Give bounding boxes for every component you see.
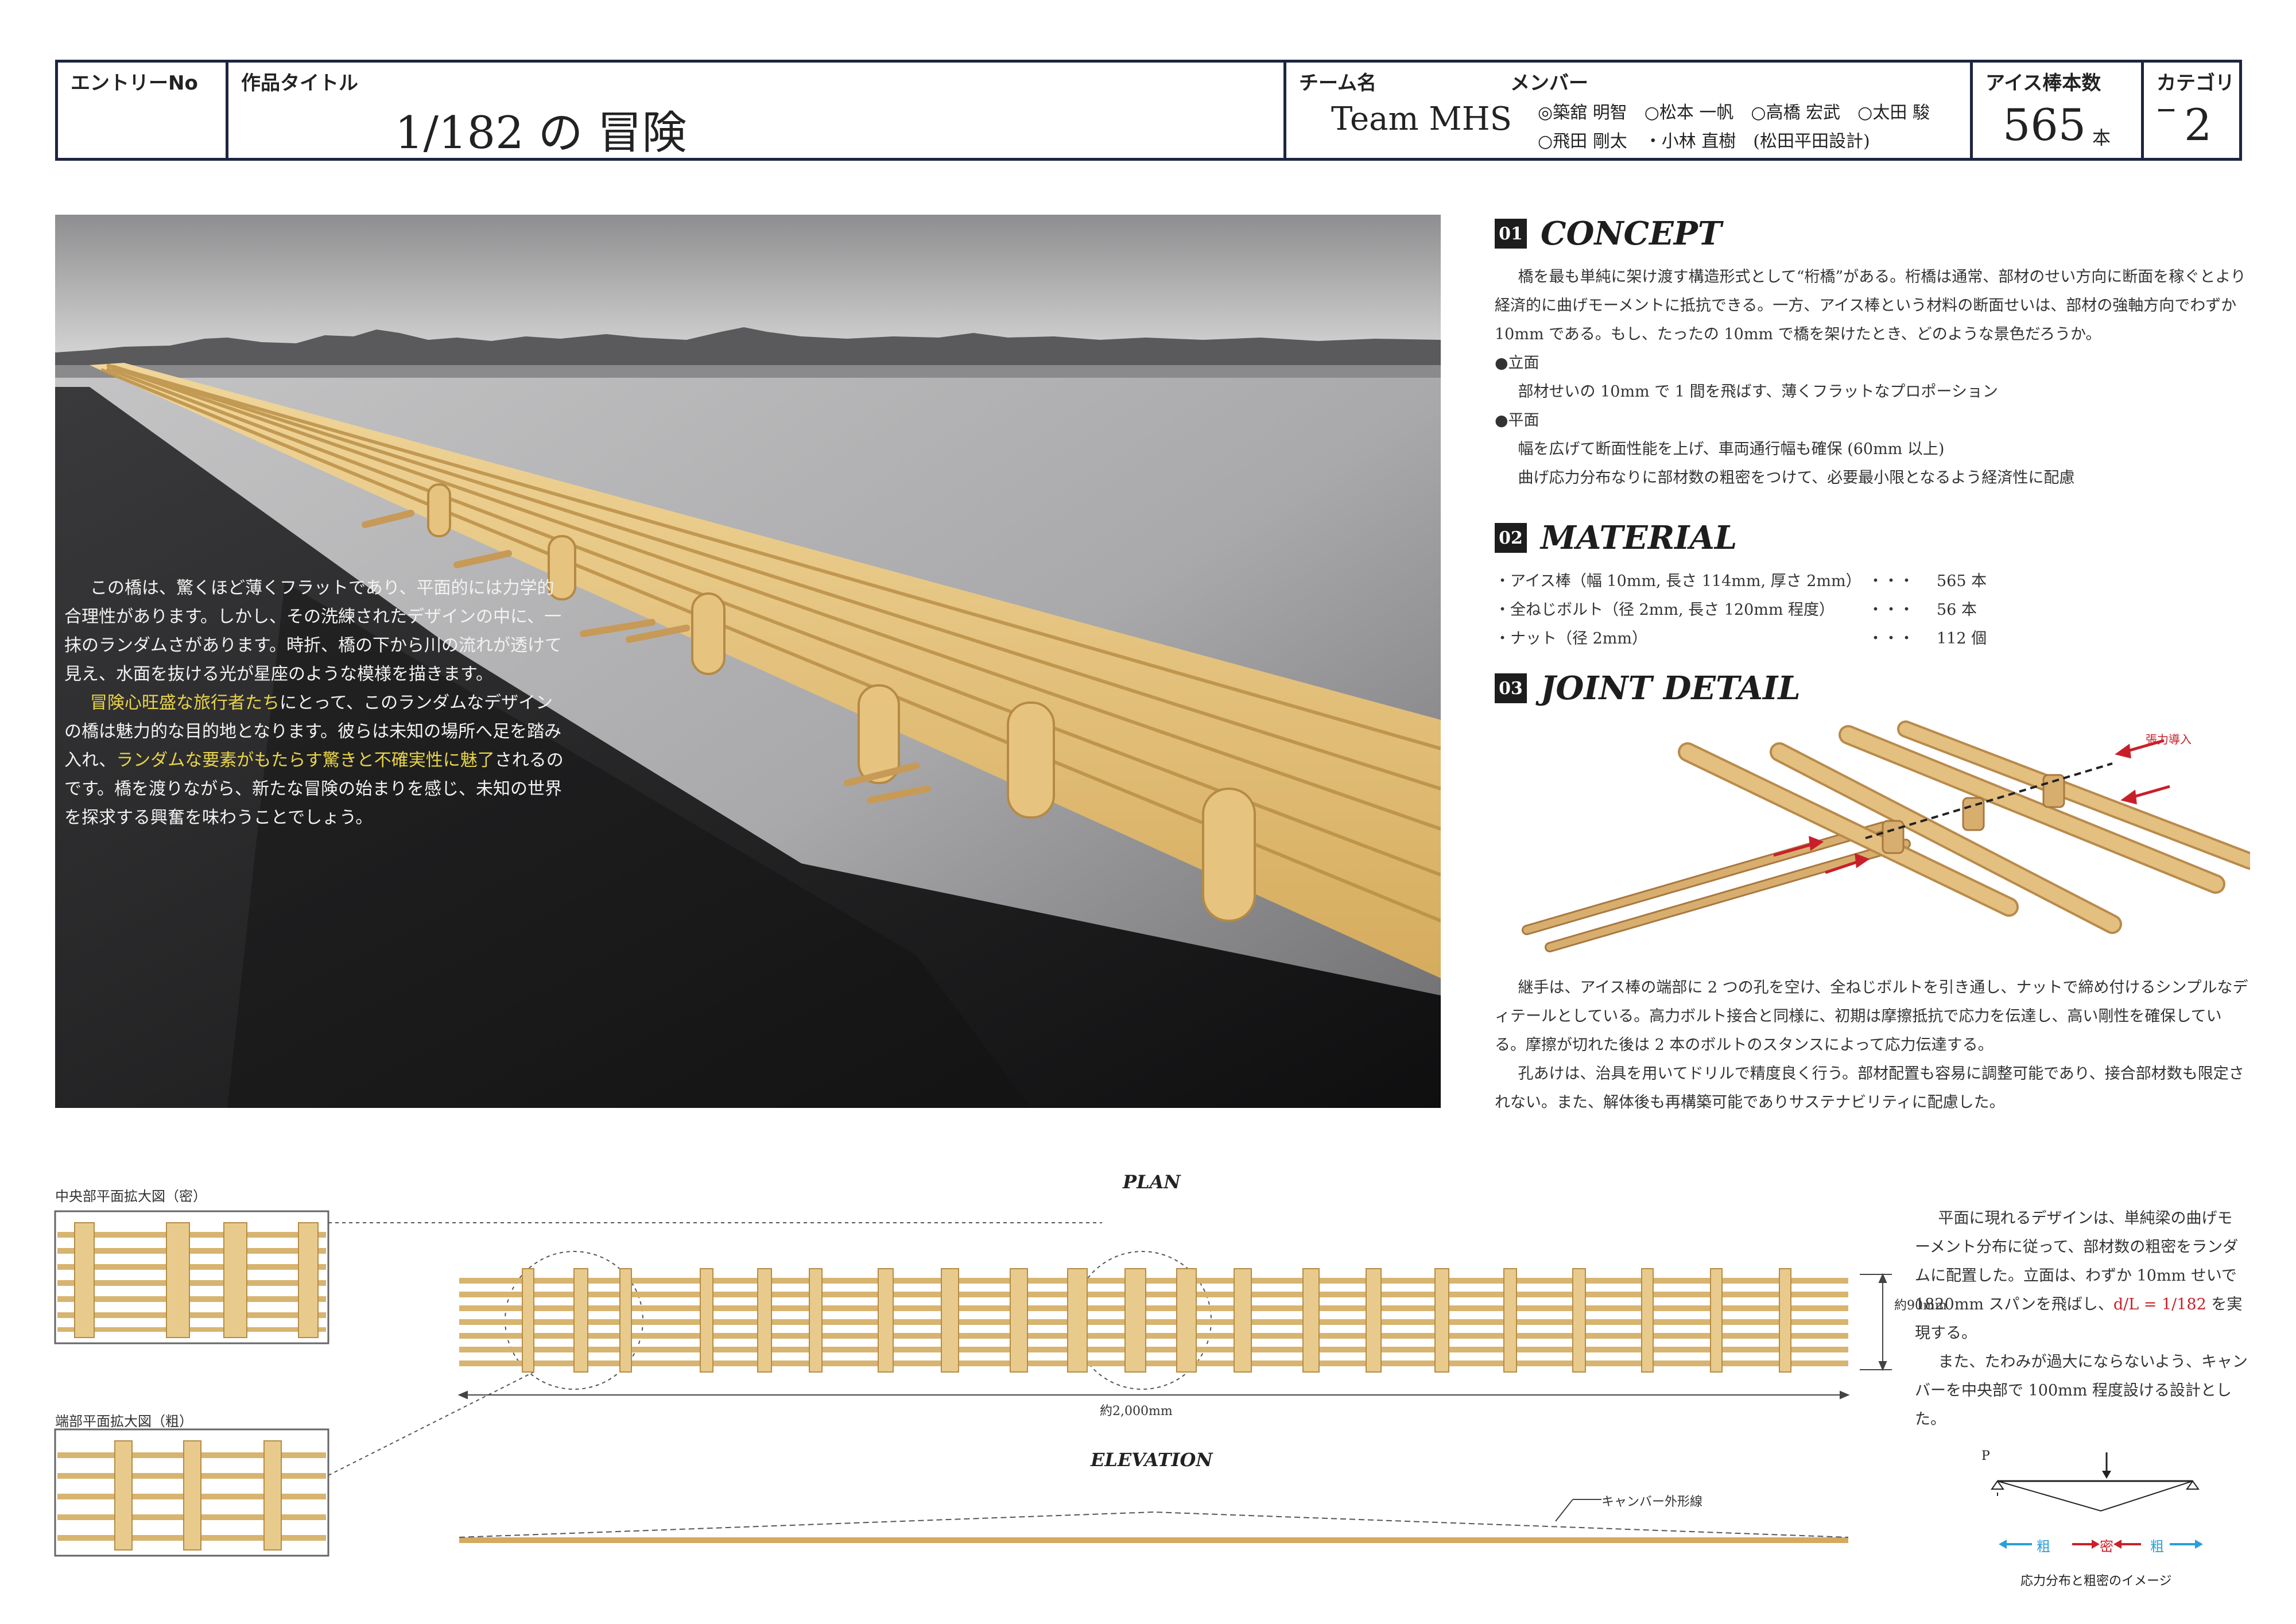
joint-para-2: 孔あけは、治具を用いてドリルで精度良く行う。部材配置も容易に調整可能であり、接合… [1495,1065,2244,1111]
material-qty: 565 本 [1937,572,1987,590]
design-note-para-1: 平面に現れるデザインは、単純梁の曲げモーメント分布に従って、部材数の粗密をランダ… [1915,1210,2243,1342]
width-dimension: 約90mm [1894,1299,1947,1313]
category-label: カテゴリー [2157,72,2235,123]
end-detail-box [54,1428,329,1557]
members-line-2: ○飛田 剛太 ・小林 直樹 (松田平田設計) [1538,131,1870,152]
highlight-random: ランダムな要素がもたらす驚きと不確実性に魅了 [116,750,495,770]
tension-label: 張力導入 [2146,732,2192,746]
joint-detail-illustration [1522,720,2250,952]
category-cell: カテゴリー 2 [2144,63,2242,158]
photo-caption-para-2a: にとって、このランダムなデザインの橋は魅力的な目的地となります。彼らは未知の場所… [64,693,562,770]
joint-body: 継手は、アイス棒の端部に 2 つの孔を空け、全ねじボルトを引き通し、ナットで締め… [1495,974,2250,1117]
members-line-1: ◎築舘 明智 ○松本 一帆 ○高橋 宏武 ○太田 駿 [1538,103,1930,123]
sparse-label-left: 粗 [2037,1538,2050,1555]
load-label: P [1981,1449,1990,1463]
concept-elevation-heading: ●立面 [1495,354,1539,372]
photo-caption-para-1: この橋は、驚くほど薄くフラットであり、平面的には力学的合理性があります。しかし、… [64,578,562,684]
diagram-caption: 応力分布と粗密のイメージ [2020,1574,2172,1588]
plan-title: PLAN [1123,1171,1181,1193]
center-detail-box [54,1210,329,1344]
category-value: 2 [2184,99,2212,150]
entry-cell: エントリーNo [58,63,228,158]
design-note-para-2: また、たわみが過大にならないよう、キャンバーを中央部で 100mm 程度設ける設… [1915,1353,2248,1428]
photo-caption-para-2b: されるのです。橋を渡りながら、新たな冒険の始まりを感じ、未知の世界を探求する興奮… [64,750,564,828]
concept-plan-heading: ●平面 [1495,412,1539,429]
design-note: 平面に現れるデザインは、単純梁の曲げモーメント分布に従って、部材数の粗密をランダ… [1915,1204,2248,1434]
material-heading: 02 MATERIAL [1495,519,1737,557]
length-dimension: 約2,000mm [1100,1404,1173,1418]
concept-title: CONCEPT [1541,215,1722,253]
team-label: チーム名 [1299,72,1376,95]
material-dots: ・・・ [1868,572,1914,590]
concept-para: 橋を最も単純に架け渡す構造形式として“桁橋”がある。桁橋は通常、部材のせい方向に… [1495,268,2246,343]
elevation-title: ELEVATION [1091,1449,1213,1471]
material-list: ・アイス棒（幅 10mm, 長さ 114mm, 厚さ 2mm） ・・・ 565 … [1495,567,2250,653]
concept-elevation-text: 部材せいの 10mm で 1 間を飛ばす、薄くフラットなプロポーション [1518,383,1998,401]
center-detail-label: 中央部平面拡大図（密） [55,1188,207,1204]
material-row: ・ナット（径 2mm） ・・・ 112 個 [1495,625,2250,653]
material-name: ・アイス棒（幅 10mm, 長さ 114mm, 厚さ 2mm） [1495,572,1861,590]
joint-title: JOINT DETAIL [1541,669,1801,707]
material-name: ・ナット（径 2mm） [1495,630,1647,648]
material-qty: 112 個 [1937,630,1987,648]
sparse-label-right: 粗 [2150,1538,2164,1555]
plan-elevation-drawing [54,1210,1892,1557]
joint-number: 03 [1495,673,1527,703]
work-title: 1/182 の 冒険 [395,107,687,159]
material-row: ・アイス棒（幅 10mm, 長さ 114mm, 厚さ 2mm） ・・・ 565 … [1495,567,2250,596]
members-label: メンバー [1510,72,1588,95]
header-table: エントリーNo 作品タイトル 1/182 の 冒険 チーム名 メンバー Team… [55,60,2242,161]
concept-heading: 01 CONCEPT [1495,215,1722,253]
bridge-photo-illustration [55,215,1441,1108]
concept-number: 01 [1495,219,1527,249]
concept-plan-text-1: 幅を広げて断面性能を上げ、車両通行幅も確保 (60mm 以上) [1518,440,1945,458]
material-name: ・全ねじボルト（径 2mm, 長さ 120mm 程度） [1495,601,1835,619]
title-cell: 作品タイトル 1/182 の 冒険 [228,63,1286,159]
photo-caption: この橋は、驚くほど薄くフラットであり、平面的には力学的合理性があります。しかし、… [64,574,564,832]
entry-label: エントリーNo [71,72,198,95]
ratio-highlight: d/L = 1/182 [2113,1296,2206,1313]
highlight-travelers: 冒険心旺盛な旅行者たち [90,693,280,713]
stick-count-label: アイス棒本数 [1985,72,2101,95]
stick-count-unit: 本 [2092,127,2111,149]
photo-caption-para-2: 冒険心旺盛な旅行者たちにとって、このランダムなデザインの橋は魅力的な目的地となり… [64,689,564,832]
material-dots: ・・・ [1868,601,1914,619]
material-number: 02 [1495,523,1527,553]
plan-deck [459,1268,1848,1373]
concept-body: 橋を最も単純に架け渡す構造形式として“桁橋”がある。桁橋は通常、部材のせい方向に… [1495,263,2250,493]
bridge-photo [55,215,1441,1108]
title-label: 作品タイトル [241,72,358,95]
material-row: ・全ねじボルト（径 2mm, 長さ 120mm 程度） ・・・ 56 本 [1495,596,2250,625]
team-cell: チーム名 メンバー Team MHS ◎築舘 明智 ○松本 一帆 ○高橋 宏武 … [1286,63,1973,158]
dense-label: 密 [2100,1538,2113,1555]
joint-para-1: 継手は、アイス棒の端部に 2 つの孔を空け、全ねじボルトを引き通し、ナットで締め… [1495,979,2248,1054]
material-qty: 56 本 [1937,601,1977,619]
joint-heading: 03 JOINT DETAIL [1495,669,1801,707]
camber-label: キャンバー外形線 [1601,1495,1703,1509]
stick-count-cell: アイス棒本数 565 本 [1973,63,2144,158]
material-dots: ・・・ [1868,630,1914,648]
team-name: Team MHS [1331,100,1512,138]
elevation-deck [459,1499,1849,1543]
stick-count-value: 565 [2003,99,2086,150]
material-title: MATERIAL [1541,519,1737,557]
concept-plan-text-2: 曲げ応力分布なりに部材数の粗密をつけて、必要最小限となるよう経済性に配慮 [1518,469,2075,487]
end-detail-label: 端部平面拡大図（粗） [55,1413,193,1429]
stress-diagram [1991,1452,2203,1549]
